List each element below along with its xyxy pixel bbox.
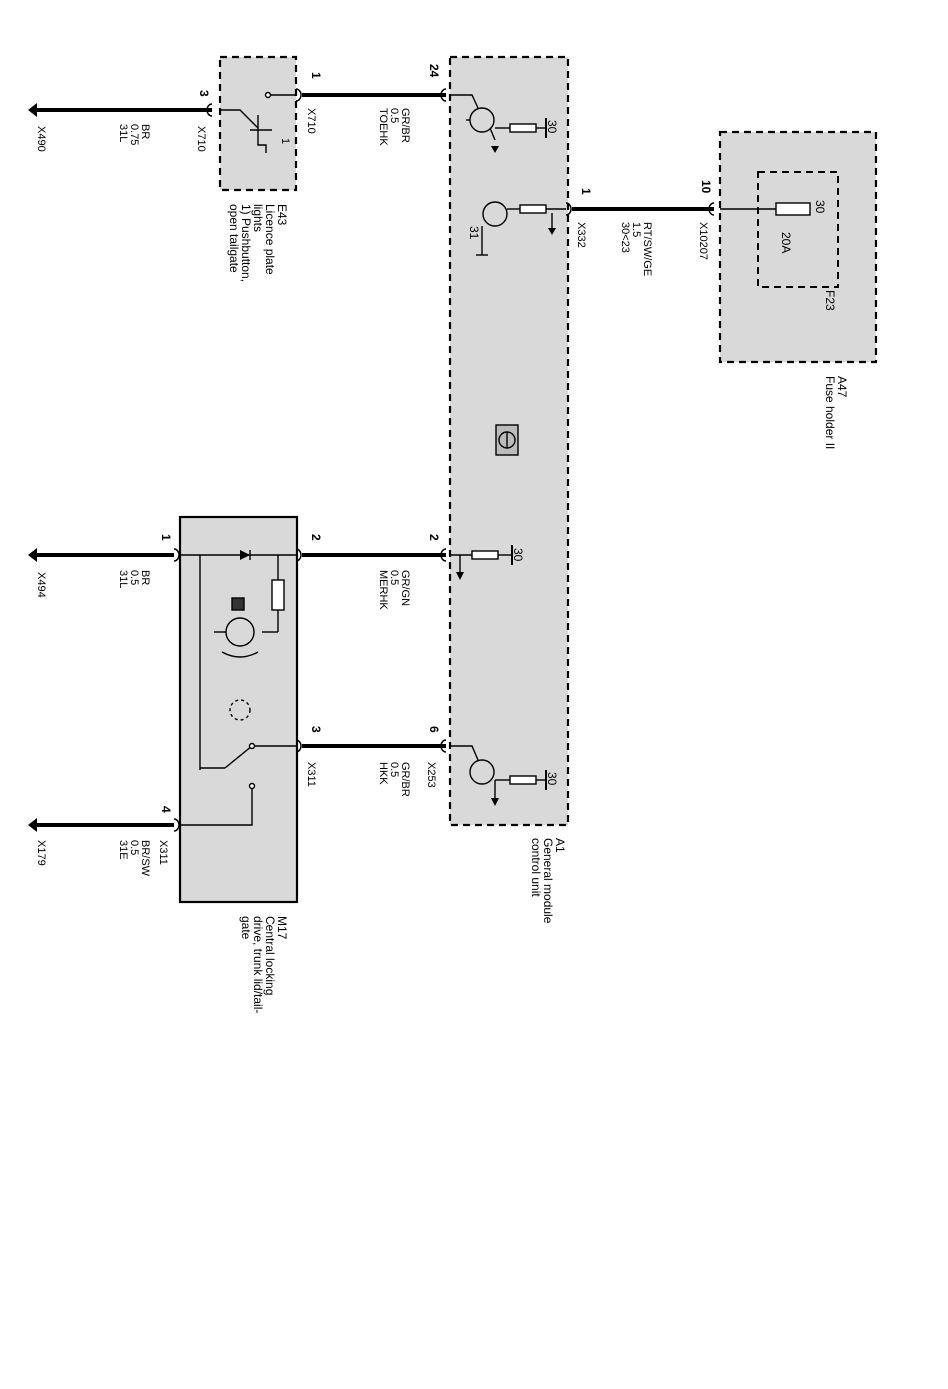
wire-label-31e-line-2: 0.5 [128,840,140,855]
m17-internal-circuit [180,550,296,826]
e43-pin-3: 3 [197,90,211,97]
m17-name-line-1: Central locking [263,916,277,995]
connector-x710-left: X710 [195,126,207,152]
ground-arrow-x490 [28,103,37,117]
a1-name-line-2: control unit [529,838,543,897]
a1-internal-circuits [450,94,566,806]
ground-x179: X179 [35,840,47,866]
wire-label-toehk-line-1: TOEHK [377,108,389,146]
f23-fuse-rating: 20A [779,232,793,253]
wire-label-31e-line-3: BR/SW [139,840,151,877]
e43-name-line-1: Licence plate [263,204,277,275]
e43-name-line-2: lights [251,204,265,232]
a47-pin-10: 10 [699,180,713,194]
wire-label-fuse-line-1: 30<23 [619,222,631,253]
e43-pushbutton-switch [220,91,296,153]
f23-id: F23 [823,290,837,311]
connector-pins [173,88,715,832]
a1-name-line-1: General module [541,838,555,924]
m17-locking-drive-box [178,515,299,904]
wire-label-m17-ground-line-3: BR [139,570,151,585]
wire-label-merhk-line-2: 0.5 [388,570,400,585]
a1-pin-24: 24 [427,64,441,78]
connector-x311-p3: X311 [305,762,317,787]
wire-label-e43-ground-line-2: 0.75 [128,124,140,145]
a1-pin-2: 2 [427,534,441,541]
a1-terminal-30-a: 30 [545,120,559,134]
ground-arrow-x179 [28,818,37,832]
wire-label-merhk-line-3: GR/GN [399,570,411,606]
a1-pin-1: 1 [579,188,593,195]
wire-label-hkk-line-2: 0.5 [388,762,400,777]
ground-arrow-x494 [28,548,37,562]
m17-pin-2: 2 [309,534,323,541]
e43-id: E43 [275,204,289,226]
a1-terminal-30-c: 30 [545,772,559,786]
wire-label-fuse-line-2: 1.5 [630,222,642,237]
ground-x490: X490 [35,126,47,152]
connector-x253: X253 [425,762,437,788]
a47-name-line-1: Fuse holder II [823,376,837,449]
m17-id: M17 [275,916,289,940]
a1-id: A1 [553,838,567,853]
m17-pin-3: 3 [309,726,323,733]
wire-label-hkk-line-1: HKK [377,762,389,785]
a1-terminal-30-b: 30 [511,548,525,562]
m17-name-line-3: gate [239,916,253,940]
connector-x10207: X10207 [697,222,709,260]
connector-x710-right: X710 [305,108,317,134]
e43-name-line-4: open tailgate [227,204,241,273]
a1-pin-6: 6 [427,726,441,733]
wire-label-fuse-line-3: RT/SW/GE [641,222,653,276]
a1-terminal-31: 31 [467,226,481,240]
wire-label-merhk-line-1: MERHK [377,570,389,610]
f23-fuse-symbol [720,202,811,216]
m17-pin-1: 1 [159,534,173,541]
f23-fuse-inner-box [757,171,839,288]
e43-name-line-3: 1) Pushbutton, [239,204,253,282]
connector-x332: X332 [575,222,587,248]
wire-label-toehk-line-3: GR/BR [399,108,411,143]
connector-x311-p4: X311 [157,840,169,865]
wire-label-m17-ground-line-1: 31L [117,570,129,588]
a47-id: A47 [835,376,849,398]
wire-label-hkk-line-3: GR/BR [399,762,411,797]
a47-terminal-30: 30 [813,200,827,214]
wire-label-m17-ground-line-2: 0.5 [128,570,140,585]
wire-label-e43-ground-line-3: BR [139,124,151,139]
e43-contact-1: 1 [279,138,291,144]
wire-label-31e-line-1: 31E [117,840,129,860]
wire-label-toehk-line-2: 0.5 [388,108,400,123]
m17-name-line-2: drive, trunk lid/tail- [251,916,265,1013]
e43-pin-1: 1 [309,72,323,79]
wire-label-e43-ground-line-1: 31L [117,124,129,142]
ground-x494: X494 [35,572,47,598]
m17-pin-4: 4 [159,806,173,813]
